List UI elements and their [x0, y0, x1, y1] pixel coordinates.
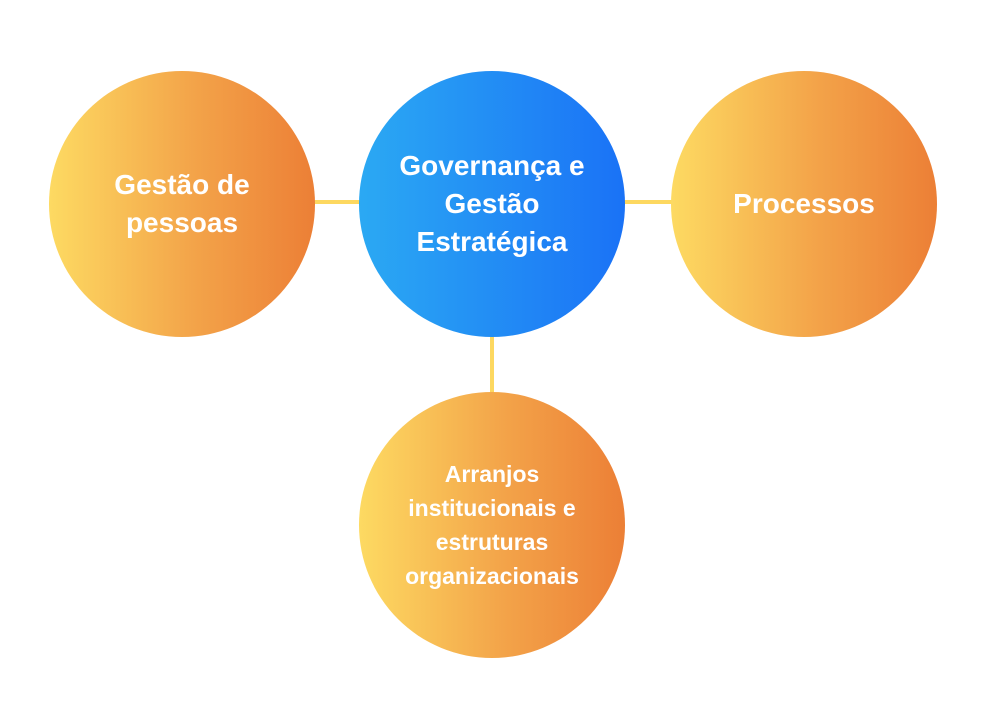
- node-gestao-de-pessoas: Gestão de pessoas: [49, 71, 315, 337]
- node-arranjos: Arranjos institucionais e estruturas org…: [359, 392, 625, 658]
- connector-left: [310, 200, 365, 204]
- node-label: Processos: [733, 188, 875, 219]
- node-label: Gestão de pessoas: [114, 169, 250, 238]
- node-label: Arranjos institucionais e estruturas org…: [405, 461, 579, 589]
- connector-right: [620, 200, 677, 204]
- node-governanca: Governança e Gestão Estratégica: [359, 71, 625, 337]
- node-processos: Processos: [671, 71, 937, 337]
- node-label: Governança e Gestão Estratégica: [399, 150, 585, 257]
- connector-bottom: [490, 332, 494, 397]
